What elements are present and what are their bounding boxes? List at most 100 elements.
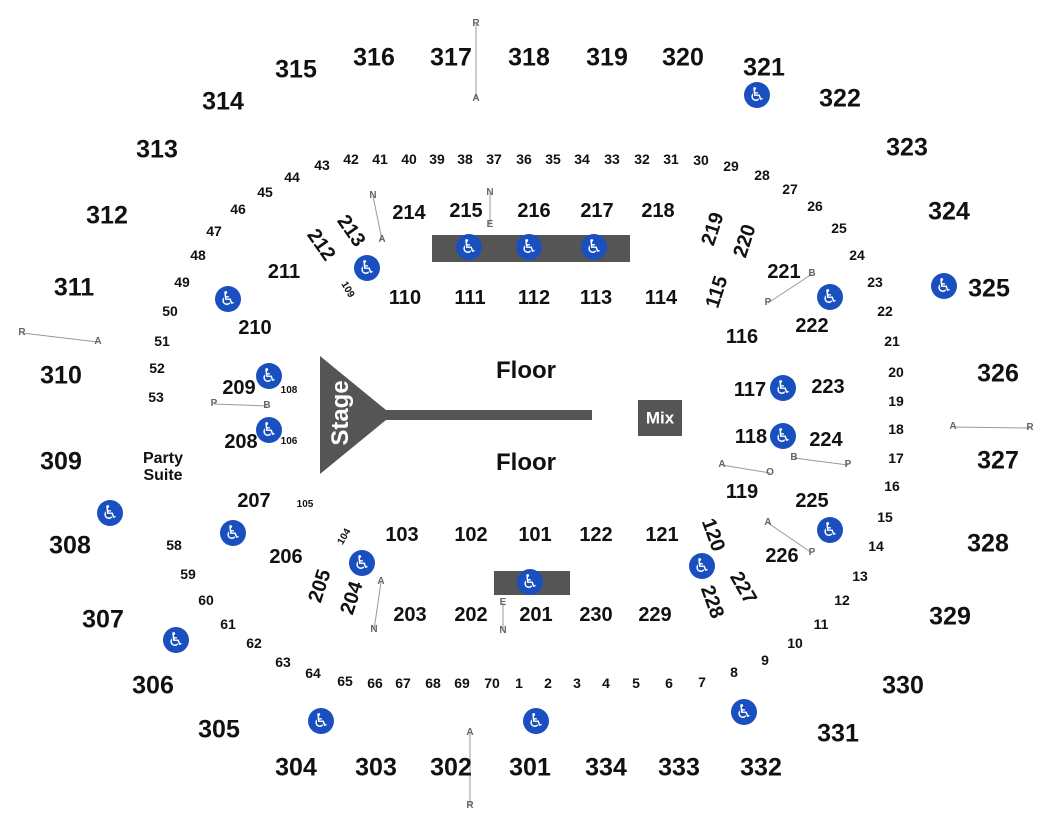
section-218[interactable]: 218 bbox=[641, 200, 675, 222]
section-316[interactable]: 316 bbox=[353, 43, 395, 72]
section-223[interactable]: 223 bbox=[811, 376, 845, 398]
suite-61[interactable]: 61 bbox=[220, 616, 236, 632]
section-323[interactable]: 323 bbox=[886, 133, 928, 162]
suite-48[interactable]: 48 bbox=[190, 247, 206, 263]
suite-50[interactable]: 50 bbox=[162, 303, 178, 319]
suite-10[interactable]: 10 bbox=[787, 635, 803, 651]
suite-18[interactable]: 18 bbox=[888, 421, 904, 437]
section-321[interactable]: 321 bbox=[743, 53, 785, 82]
section-312[interactable]: 312 bbox=[86, 201, 128, 230]
suite-4[interactable]: 4 bbox=[602, 675, 610, 691]
suite-63[interactable]: 63 bbox=[275, 654, 291, 670]
suite-39[interactable]: 39 bbox=[429, 151, 445, 167]
section-106[interactable]: 106 bbox=[280, 436, 298, 447]
section-101[interactable]: 101 bbox=[518, 524, 552, 546]
section-303[interactable]: 303 bbox=[355, 753, 397, 782]
section-105[interactable]: 105 bbox=[296, 499, 314, 510]
section-102[interactable]: 102 bbox=[454, 524, 488, 546]
section-334[interactable]: 334 bbox=[585, 753, 627, 782]
suite-25[interactable]: 25 bbox=[831, 220, 847, 236]
suite-30[interactable]: 30 bbox=[693, 152, 709, 168]
suite-20[interactable]: 20 bbox=[888, 364, 904, 380]
suite-42[interactable]: 42 bbox=[343, 151, 359, 167]
section-328[interactable]: 328 bbox=[967, 529, 1009, 558]
suite-26[interactable]: 26 bbox=[807, 198, 823, 214]
suite-52[interactable]: 52 bbox=[149, 360, 165, 376]
suite-31[interactable]: 31 bbox=[663, 151, 679, 167]
suite-44[interactable]: 44 bbox=[284, 169, 300, 185]
section-225[interactable]: 225 bbox=[795, 490, 829, 512]
suite-22[interactable]: 22 bbox=[877, 303, 893, 319]
section-118[interactable]: 118 bbox=[734, 426, 768, 448]
section-117[interactable]: 117 bbox=[733, 379, 767, 401]
section-201[interactable]: 201 bbox=[519, 604, 553, 626]
suite-12[interactable]: 12 bbox=[834, 592, 850, 608]
suite-21[interactable]: 21 bbox=[884, 333, 900, 349]
section-304[interactable]: 304 bbox=[275, 753, 317, 782]
suite-47[interactable]: 47 bbox=[206, 223, 222, 239]
suite-14[interactable]: 14 bbox=[868, 538, 884, 554]
suite-40[interactable]: 40 bbox=[401, 151, 417, 167]
section-224[interactable]: 224 bbox=[809, 429, 843, 451]
section-222[interactable]: 222 bbox=[795, 315, 829, 337]
suite-5[interactable]: 5 bbox=[632, 675, 640, 691]
section-121[interactable]: 121 bbox=[645, 524, 679, 546]
suite-34[interactable]: 34 bbox=[574, 151, 590, 167]
suite-6[interactable]: 6 bbox=[665, 675, 673, 691]
section-113[interactable]: 113 bbox=[579, 287, 613, 309]
suite-13[interactable]: 13 bbox=[852, 568, 868, 584]
suite-29[interactable]: 29 bbox=[723, 158, 739, 174]
section-319[interactable]: 319 bbox=[586, 43, 628, 72]
section-309[interactable]: 309 bbox=[40, 447, 82, 476]
section-216[interactable]: 216 bbox=[517, 200, 551, 222]
section-330[interactable]: 330 bbox=[882, 671, 924, 700]
section-311[interactable]: 311 bbox=[53, 273, 95, 302]
section-307[interactable]: 307 bbox=[82, 605, 124, 634]
section-305[interactable]: 305 bbox=[198, 715, 240, 744]
section-301[interactable]: 301 bbox=[509, 753, 551, 782]
suite-7[interactable]: 7 bbox=[698, 674, 706, 690]
section-317[interactable]: 317 bbox=[430, 43, 472, 72]
section-314[interactable]: 314 bbox=[202, 87, 244, 116]
section-229[interactable]: 229 bbox=[638, 604, 672, 626]
suite-19[interactable]: 19 bbox=[888, 393, 904, 409]
suite-70[interactable]: 70 bbox=[484, 675, 500, 691]
floor-label-upper[interactable]: Floor bbox=[496, 357, 556, 384]
suite-16[interactable]: 16 bbox=[884, 478, 900, 494]
suite-27[interactable]: 27 bbox=[782, 181, 798, 197]
section-112[interactable]: 112 bbox=[517, 287, 551, 309]
suite-24[interactable]: 24 bbox=[849, 247, 865, 263]
suite-43[interactable]: 43 bbox=[314, 157, 330, 173]
suite-69[interactable]: 69 bbox=[454, 675, 470, 691]
suite-46[interactable]: 46 bbox=[230, 201, 246, 217]
section-203[interactable]: 203 bbox=[393, 604, 427, 626]
suite-65[interactable]: 65 bbox=[337, 673, 353, 689]
suite-2[interactable]: 2 bbox=[544, 675, 552, 691]
section-108[interactable]: 108 bbox=[280, 385, 298, 396]
suite-51[interactable]: 51 bbox=[154, 333, 170, 349]
suite-35[interactable]: 35 bbox=[545, 151, 561, 167]
stage-shape[interactable] bbox=[320, 356, 592, 474]
suite-67[interactable]: 67 bbox=[395, 675, 411, 691]
section-206[interactable]: 206 bbox=[269, 546, 303, 568]
section-318[interactable]: 318 bbox=[508, 43, 550, 72]
section-315[interactable]: 315 bbox=[275, 55, 317, 84]
suite-17[interactable]: 17 bbox=[888, 450, 904, 466]
section-208[interactable]: 208 bbox=[224, 431, 258, 453]
section-333[interactable]: 333 bbox=[658, 753, 700, 782]
section-324[interactable]: 324 bbox=[928, 197, 970, 226]
section-116[interactable]: 116 bbox=[725, 326, 759, 348]
suite-49[interactable]: 49 bbox=[174, 274, 190, 290]
section-326[interactable]: 326 bbox=[977, 359, 1019, 388]
suite-62[interactable]: 62 bbox=[246, 635, 262, 651]
section-306[interactable]: 306 bbox=[132, 671, 174, 700]
suite-3[interactable]: 3 bbox=[573, 675, 581, 691]
suite-15[interactable]: 15 bbox=[877, 509, 893, 525]
section-114[interactable]: 114 bbox=[644, 287, 678, 309]
section-230[interactable]: 230 bbox=[579, 604, 613, 626]
section-207[interactable]: 207 bbox=[237, 490, 271, 512]
section-210[interactable]: 210 bbox=[238, 317, 272, 339]
section-110[interactable]: 110 bbox=[388, 287, 422, 309]
section-302[interactable]: 302 bbox=[430, 753, 472, 782]
section-103[interactable]: 103 bbox=[385, 524, 419, 546]
